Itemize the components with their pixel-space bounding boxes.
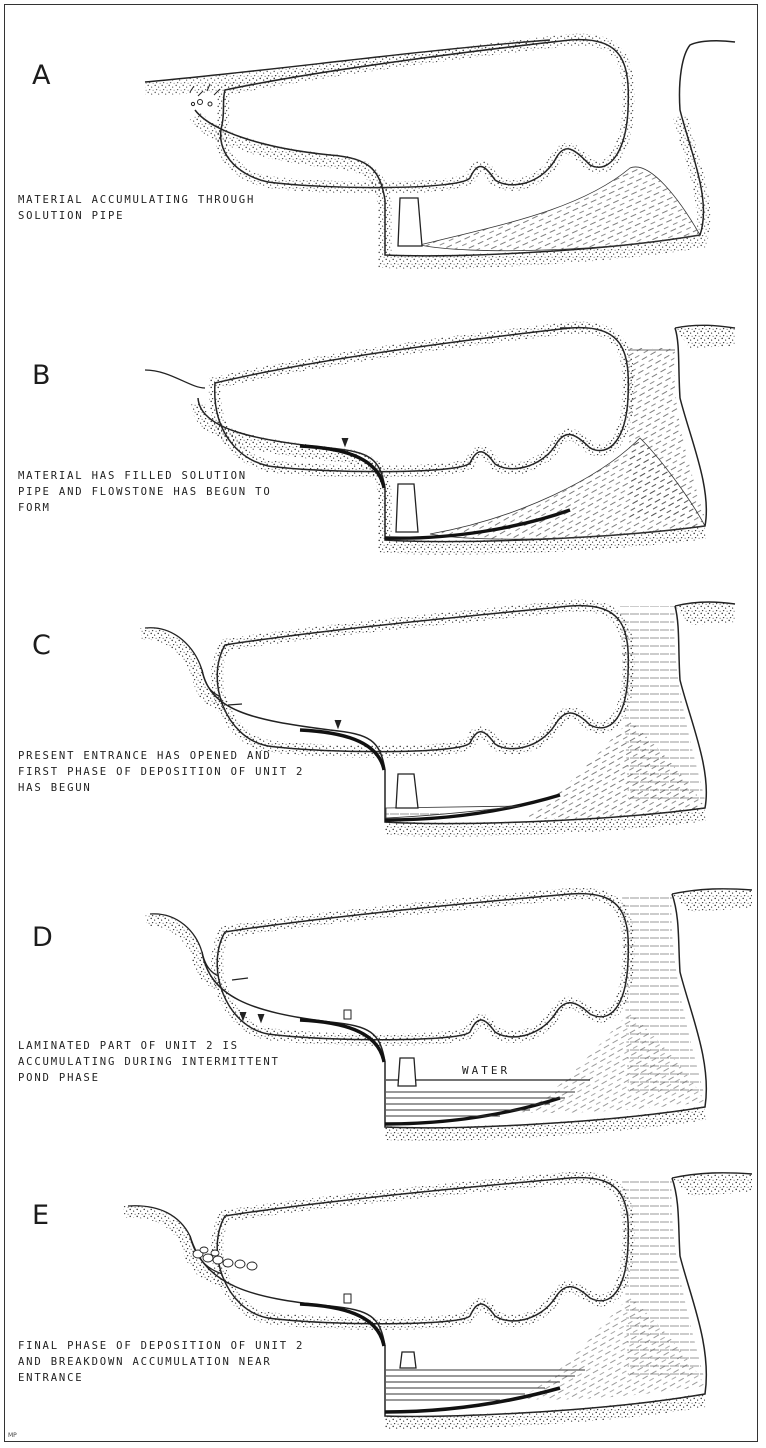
rock-block	[217, 1178, 628, 1324]
stalagmite	[398, 198, 422, 246]
panel-caption: FINAL PHASE OF DEPOSITION OF UNIT 2 AND …	[18, 1338, 338, 1386]
artist-initials: MP	[8, 1432, 17, 1439]
stalagmite	[396, 484, 418, 532]
panel-letter: E	[32, 1200, 49, 1231]
caption-line: PIPE AND FLOWSTONE HAS BEGUN TO	[18, 484, 338, 500]
panel-letter: D	[32, 922, 53, 953]
stalagmite	[398, 1058, 416, 1086]
rock-block	[217, 894, 628, 1040]
rock-block	[217, 606, 628, 752]
caption-line: FIRST PHASE OF DEPOSITION OF UNIT 2	[18, 764, 338, 780]
caption-line: ACCUMULATING DURING INTERMITTENT	[18, 1054, 338, 1070]
cave-section-d: WATER	[0, 862, 766, 1150]
panel-letter: B	[32, 360, 51, 391]
cave-section-a	[0, 0, 766, 288]
panel-caption: MATERIAL HAS FILLED SOLUTION PIPE AND FL…	[18, 468, 338, 516]
caption-line: LAMINATED PART OF UNIT 2 IS	[18, 1038, 338, 1054]
panel-caption: PRESENT ENTRANCE HAS OPENED AND FIRST PH…	[18, 748, 338, 796]
panel-a: A MATERIAL ACCUMULATING THROUGH SOLUTION…	[0, 0, 766, 288]
caption-line: MATERIAL HAS FILLED SOLUTION	[18, 468, 338, 484]
water-label: WATER	[462, 1064, 510, 1077]
cave-section-b	[0, 288, 766, 576]
caption-line: MATERIAL ACCUMULATING THROUGH	[18, 192, 338, 208]
panel-letter: A	[32, 60, 50, 91]
panel-c: C PRESENT ENTRANCE HAS OPENED AND FIRST …	[0, 570, 766, 858]
caption-line: FORM	[18, 500, 338, 516]
caption-line: FINAL PHASE OF DEPOSITION OF UNIT 2	[18, 1338, 338, 1354]
stalagmite	[396, 774, 418, 808]
caption-line: SOLUTION PIPE	[18, 208, 338, 224]
caption-line: POND PHASE	[18, 1070, 338, 1086]
cave-section-c	[0, 570, 766, 858]
panel-e: E FINAL PHASE OF DEPOSITION OF UNIT 2 AN…	[0, 1146, 766, 1434]
panel-caption: LAMINATED PART OF UNIT 2 IS ACCUMULATING…	[18, 1038, 338, 1086]
panel-caption: MATERIAL ACCUMULATING THROUGH SOLUTION P…	[18, 192, 338, 224]
panel-b: B MATERIAL HAS FILLED SOLUTION PIPE AND …	[0, 288, 766, 576]
panel-letter: C	[32, 630, 51, 661]
panel-d: WATER D LAMINATED PART OF UNIT 2 IS ACCU…	[0, 862, 766, 1150]
caption-line: PRESENT ENTRANCE HAS OPENED AND	[18, 748, 338, 764]
cave-section-e	[0, 1146, 766, 1434]
caption-line: AND BREAKDOWN ACCUMULATION NEAR	[18, 1354, 338, 1370]
caption-line: HAS BEGUN	[18, 780, 338, 796]
stalagmite	[400, 1352, 416, 1368]
caption-line: ENTRANCE	[18, 1370, 338, 1386]
